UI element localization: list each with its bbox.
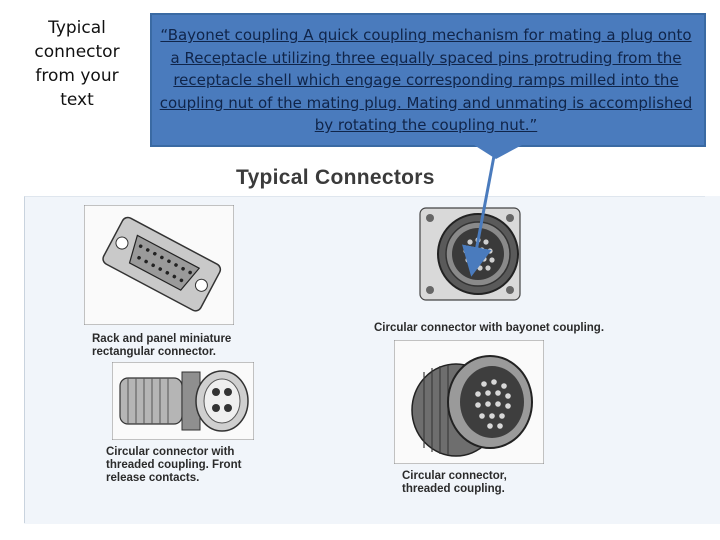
side-caption: Typical connector from your text xyxy=(34,18,120,110)
threaded-connector-photo xyxy=(393,339,545,465)
figure-panel-border xyxy=(24,196,705,523)
figure-title: Typical Connectors xyxy=(236,166,435,189)
threaded-front-release-connector-photo xyxy=(111,361,255,441)
label-rack-panel: Rack and panel miniature rectangular con… xyxy=(92,333,232,358)
label-bayonet: Circular connector with bayonet coupling… xyxy=(374,322,605,334)
callout-text: “Bayonet coupling A quick coupling mecha… xyxy=(159,26,693,134)
label-threaded-front-release: Circular connector with threaded couplin… xyxy=(106,446,242,484)
callout-pointer xyxy=(474,145,522,159)
rack-panel-connector-photo xyxy=(83,204,235,326)
callout-box xyxy=(150,13,706,147)
label-threaded: Circular connector, threaded coupling. xyxy=(402,470,507,495)
